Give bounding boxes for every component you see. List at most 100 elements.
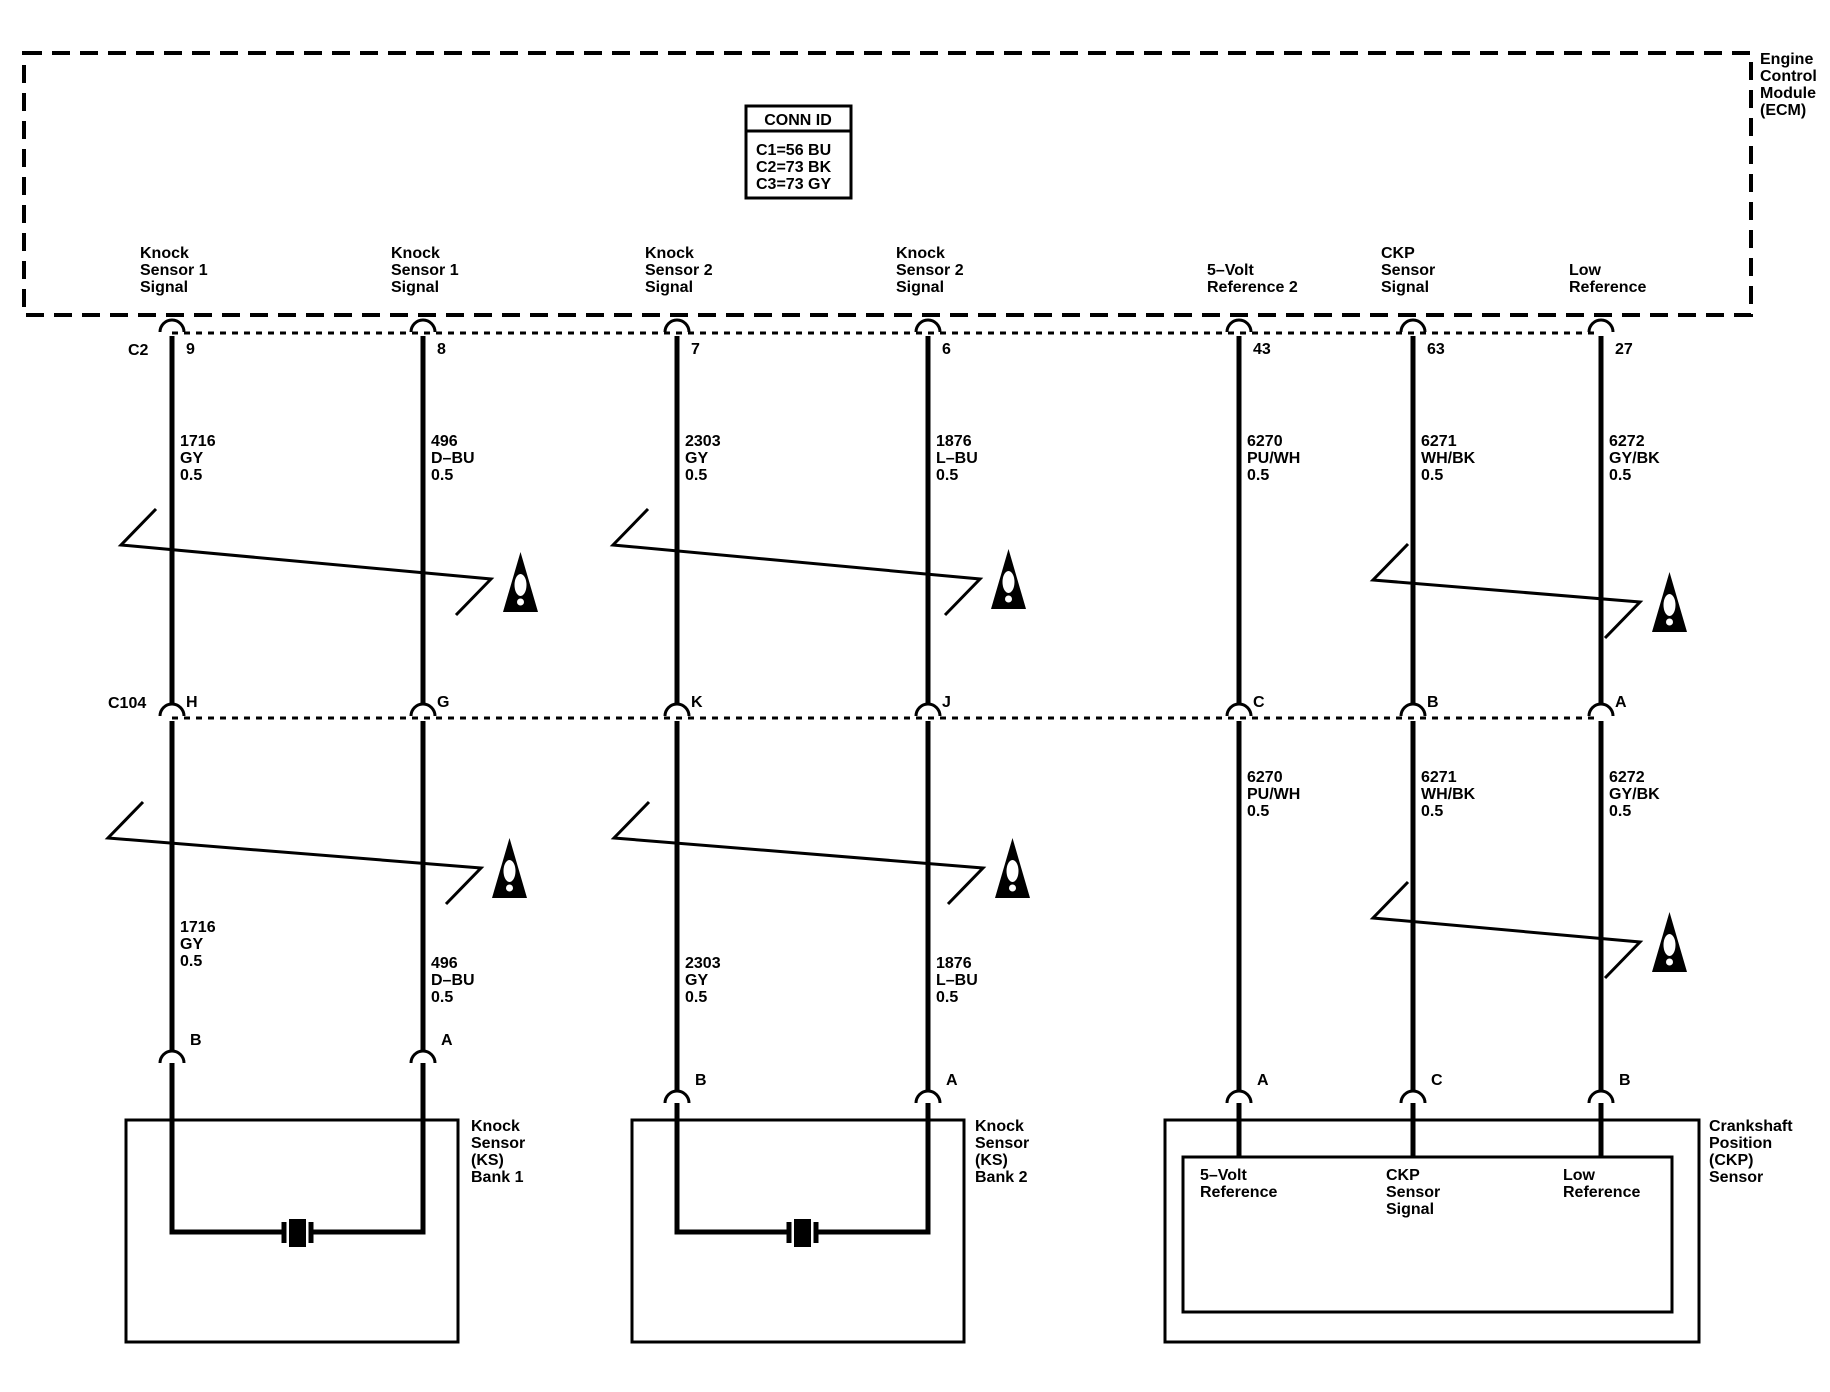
text-line: 0.5 [1421,803,1443,820]
text-line: 0.5 [1609,803,1631,820]
caution-triangle-icon [991,549,1026,609]
device-pin-connector-icon [409,1049,437,1064]
text-line: Sensor [1386,1184,1440,1201]
text-line: 0.5 [180,467,202,484]
caution-triangle-icon [1652,912,1687,972]
text-line: Crankshaft [1709,1118,1793,1135]
caution-triangle-icon [492,838,527,898]
text-line: Reference 2 [1207,279,1298,296]
ecm-pin-number: 7 [691,341,700,358]
text-line: Sensor [1709,1169,1763,1186]
text-line: Low [1563,1167,1596,1184]
ecm-pin-connector-icon [158,318,186,333]
text-line: 0.5 [1247,467,1269,484]
c104-pin-letter: B [1427,694,1439,711]
warnings [104,507,1687,980]
text-line: Signal [140,279,188,296]
ecm-pin-number: 8 [437,341,446,358]
ecm-pin-number: 9 [186,341,195,358]
device-pin-connector-icon [158,1049,186,1064]
shield-break-5 [1369,880,1687,980]
text-line: Position [1709,1135,1772,1152]
text-line: Bank 2 [975,1169,1028,1186]
text-line: PU/WH [1247,450,1300,467]
ecm-pin-connector-icon [409,318,437,333]
device-pin-connector-icon [1399,1089,1427,1104]
break-mark [1369,542,1644,640]
text-line: 6272 [1609,769,1645,786]
text-line: Signal [391,279,439,296]
piezo-element-icon [794,1219,811,1247]
device-pin-letter: B [695,1072,707,1089]
text-line: Reference [1563,1184,1640,1201]
text-line: GY [180,450,203,467]
break-mark [1369,880,1644,980]
c104-pin-letter: C [1253,694,1265,711]
text-line: 0.5 [431,467,453,484]
device-pin-connector-icon [1225,1089,1253,1104]
ecm-pin-connector-icon [914,318,942,333]
device-pin-connector-icon [663,1089,691,1104]
text-line: 496 [431,955,458,972]
text-line: Knock [975,1118,1024,1135]
c104-pin-connector-icon [1399,702,1427,717]
text-line: Knock [645,245,694,262]
text-line: 0.5 [1247,803,1269,820]
text-line: Knock [391,245,440,262]
text-line: 0.5 [685,989,707,1006]
inline-connector-label: C104 [108,695,146,712]
text-line: 5–Volt [1200,1167,1248,1184]
text-line: CKP [1386,1167,1420,1184]
c104-pin-letter: K [691,694,703,711]
text-line: 0.5 [1609,467,1631,484]
text-line: D–BU [431,972,475,989]
text-line: 1876 [936,433,972,450]
text-line: Engine [1760,51,1813,68]
break-mark [610,800,987,906]
device-pin-letter: C [1431,1072,1443,1089]
shield-break-4 [610,800,1030,906]
device-pin-letter: B [190,1032,202,1049]
ecm-pin-number: 63 [1427,341,1445,358]
text-line: C2=73 BK [756,159,832,176]
device-pin-letter: A [441,1032,453,1049]
shield-break-2 [1369,542,1687,640]
text-line: CKP [1381,245,1415,262]
text-line: GY [180,936,203,953]
text-line: Sensor 2 [645,262,713,279]
c104-pin-connector-icon [158,702,186,717]
caution-triangle-icon [1652,572,1687,632]
c104-pin-letter: G [437,694,449,711]
ecm-pin-number: 43 [1253,341,1271,358]
device-pin-connector-icon [914,1089,942,1104]
ecm-pin-connector-icon [663,318,691,333]
text-line: C1=56 BU [756,142,831,159]
text-line: (KS) [471,1152,504,1169]
text-line: D–BU [431,450,475,467]
text-line: 1716 [180,433,216,450]
ecm-pin-connector-icon [1587,318,1615,333]
text-line: 6271 [1421,769,1457,786]
piezo-element-icon [289,1219,306,1247]
text-line: Sensor 1 [391,262,459,279]
